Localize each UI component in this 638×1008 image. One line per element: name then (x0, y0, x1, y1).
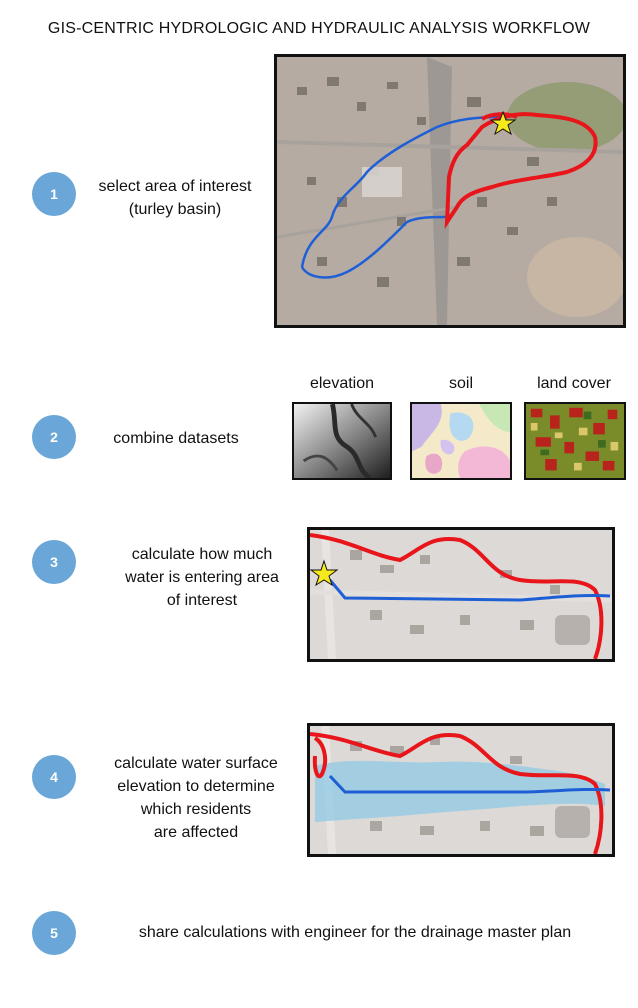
land-cover-raster-graphic (526, 404, 624, 478)
step-3-line-3: of interest (166, 592, 238, 609)
step-3-line-2: water is entering area (125, 569, 279, 586)
step-1-line-2: (turley basin) (128, 201, 222, 218)
step-4-badge: 4 (32, 755, 76, 799)
step-3-badge: 3 (32, 540, 76, 584)
step-1-line-1: select area of interest (98, 178, 252, 195)
step-1-text: select area of interest (turley basin) (80, 175, 270, 221)
step-2-text: combine datasets (96, 427, 256, 450)
step-5-text: share calculations with engineer for the… (100, 921, 610, 944)
dataset-label-elevation: elevation (309, 375, 375, 392)
elevation-raster-graphic (294, 404, 390, 478)
diagram-title: GIS-CENTRIC HYDROLOGIC AND HYDRAULIC ANA… (47, 20, 591, 37)
soil-map-graphic (412, 404, 510, 478)
step-4-text: calculate water surface elevation to det… (98, 752, 294, 844)
step-1-aerial-map (274, 54, 626, 328)
inundation-map-graphic (310, 726, 612, 854)
step-4-line-1: calculate water surface (114, 755, 278, 772)
step-4-line-4: are affected (153, 824, 239, 841)
dataset-label-land-cover: land cover (537, 375, 611, 392)
step-2-line-1: combine datasets (113, 430, 239, 447)
soil-thumbnail (410, 402, 512, 480)
step-3-line-1: calculate how much (131, 546, 273, 563)
dataset-label-soil: soil (448, 375, 473, 392)
star-icon (310, 559, 339, 587)
step-4-line-3: which residents (140, 801, 252, 818)
star-icon (489, 110, 517, 136)
inflow-map-graphic (310, 530, 612, 659)
elevation-thumbnail (292, 402, 392, 480)
step-4-inundation-map (307, 723, 615, 857)
step-3-inflow-map (307, 527, 615, 662)
aerial-map-1-graphic (277, 57, 623, 325)
step-1-badge: 1 (32, 172, 76, 216)
step-5-badge: 5 (32, 911, 76, 955)
land-cover-thumbnail (524, 402, 626, 480)
step-5-line-1: share calculations with engineer for the… (138, 924, 572, 941)
step-4-line-2: elevation to determine (117, 778, 275, 795)
step-2-badge: 2 (32, 415, 76, 459)
step-3-text: calculate how much water is entering are… (104, 543, 300, 612)
